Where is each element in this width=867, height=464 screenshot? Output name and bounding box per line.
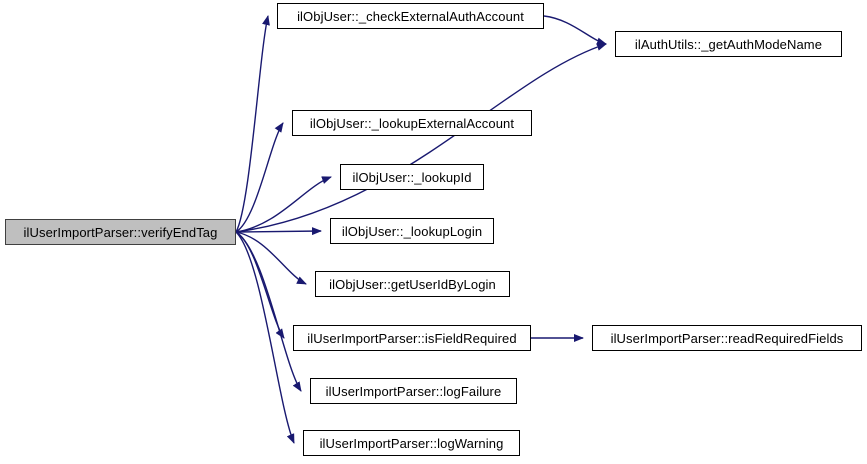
graph-edge-verifyEndTag-to-checkExternalAuthAccount <box>235 15 270 233</box>
graph-node-label: ilAuthUtils::_getAuthModeName <box>634 36 823 52</box>
graph-node-readRequiredFields[interactable]: ilUserImportParser::readRequiredFields <box>592 325 862 351</box>
graph-node-label: ilUserImportParser::readRequiredFields <box>610 330 844 346</box>
graph-edge-verifyEndTag-to-getUserIdByLogin <box>235 231 307 285</box>
graph-edge-verifyEndTag-to-lookupExternalAccount <box>235 122 284 233</box>
graph-node-label: ilObjUser::_lookupId <box>352 169 472 185</box>
graph-node-lookupExternalAccount[interactable]: ilObjUser::_lookupExternalAccount <box>292 110 532 136</box>
graph-node-isFieldRequired[interactable]: ilUserImportParser::isFieldRequired <box>293 325 531 351</box>
graph-node-lookupId[interactable]: ilObjUser::_lookupId <box>340 164 484 190</box>
graph-node-logWarning[interactable]: ilUserImportParser::logWarning <box>303 430 520 456</box>
graph-node-label: ilUserImportParser::logWarning <box>319 435 504 451</box>
graph-node-label: ilObjUser::_lookupLogin <box>341 223 483 239</box>
graph-node-lookupLogin[interactable]: ilObjUser::_lookupLogin <box>330 218 494 244</box>
graph-node-logFailure[interactable]: ilUserImportParser::logFailure <box>310 378 517 404</box>
graph-edge-verifyEndTag-to-logFailure <box>235 231 302 392</box>
graph-node-label: ilObjUser::_lookupExternalAccount <box>309 115 515 131</box>
graph-node-verifyEndTag[interactable]: ilUserImportParser::verifyEndTag <box>5 219 236 245</box>
graph-edge-checkExternalAuthAccount-to-getAuthModeName <box>543 15 607 46</box>
graph-node-getAuthModeName[interactable]: ilAuthUtils::_getAuthModeName <box>615 31 842 57</box>
graph-node-label: ilUserImportParser::logFailure <box>325 383 502 399</box>
graph-node-label: ilObjUser::getUserIdByLogin <box>329 276 496 292</box>
graph-node-label: ilUserImportParser::isFieldRequired <box>307 330 517 346</box>
graph-edge-verifyEndTag-to-lookupLogin <box>235 227 322 236</box>
graph-edge-verifyEndTag-to-logWarning <box>235 231 295 444</box>
graph-node-getUserIdByLogin[interactable]: ilObjUser::getUserIdByLogin <box>315 271 510 297</box>
graph-node-label: ilUserImportParser::verifyEndTag <box>23 224 218 240</box>
graph-edge-verifyEndTag-to-lookupId <box>235 176 332 233</box>
graph-node-checkExternalAuthAccount[interactable]: ilObjUser::_checkExternalAuthAccount <box>277 3 544 29</box>
graph-node-label: ilObjUser::_checkExternalAuthAccount <box>297 8 524 24</box>
graph-edge-verifyEndTag-to-getAuthModeName <box>235 43 607 233</box>
